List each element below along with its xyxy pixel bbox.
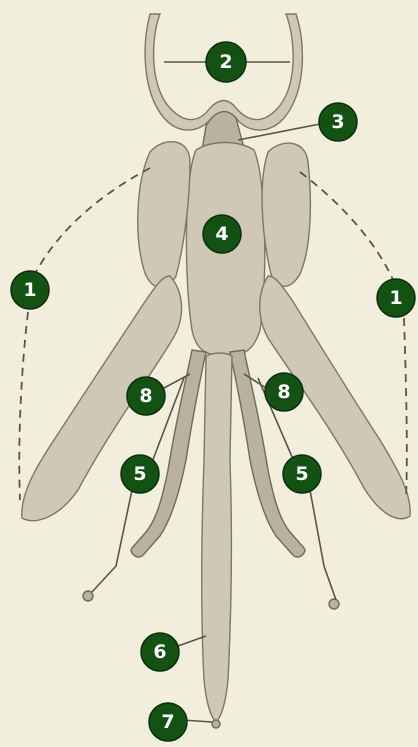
svg-text:1: 1 — [389, 287, 402, 309]
callout-1-left: 1 — [11, 271, 49, 309]
callout-8-left: 8 — [127, 377, 165, 415]
callout-8-right: 8 — [265, 373, 303, 411]
tail-end-knob — [212, 720, 220, 728]
callout-4: 4 — [203, 215, 241, 253]
central-tail — [202, 353, 232, 722]
left-end-knob — [83, 591, 93, 601]
svg-text:5: 5 — [133, 463, 146, 485]
svg-text:6: 6 — [153, 641, 166, 663]
svg-text:7: 7 — [161, 711, 174, 733]
right-end-knob — [329, 599, 339, 609]
leader-6 — [178, 636, 206, 646]
callout-1-right: 1 — [377, 279, 415, 317]
svg-text:3: 3 — [331, 111, 344, 133]
svg-text:2: 2 — [219, 51, 232, 73]
callout-7: 7 — [149, 703, 187, 741]
svg-text:4: 4 — [215, 223, 228, 245]
callout-3: 3 — [319, 103, 357, 141]
callout-2: 2 — [206, 42, 246, 82]
callout-6: 6 — [141, 633, 179, 671]
svg-text:8: 8 — [277, 381, 290, 403]
upper-right-lobe — [262, 143, 310, 286]
svg-text:8: 8 — [139, 385, 152, 407]
callout-5-left: 5 — [121, 455, 159, 493]
svg-text:5: 5 — [295, 463, 308, 485]
callout-5-right: 5 — [283, 455, 321, 493]
upper-left-lobe — [138, 142, 190, 288]
svg-text:1: 1 — [23, 279, 36, 301]
